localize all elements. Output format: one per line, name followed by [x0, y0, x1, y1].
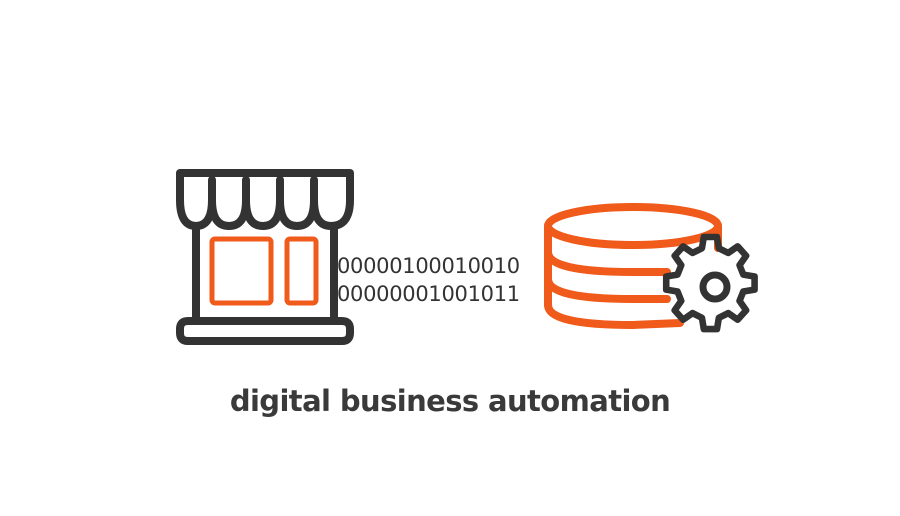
database-ring — [544, 275, 671, 303]
database-top — [544, 203, 722, 249]
storefront-door — [284, 236, 319, 306]
binary-line-1: 00000100010010 — [337, 254, 520, 278]
binary-line-2: 00000001001011 — [337, 282, 520, 306]
gear-icon — [662, 233, 758, 333]
caption-title: digital business automation — [229, 384, 671, 418]
gear-outline — [662, 233, 758, 333]
storefront-window — [209, 236, 274, 306]
database-icon — [544, 203, 722, 330]
binary-data-stream: 00000100010010 00000001001011 — [337, 252, 547, 312]
storefront-icon — [176, 169, 354, 345]
gear-hub — [699, 271, 731, 303]
storefront-awning — [176, 169, 354, 230]
database-ring — [544, 248, 671, 276]
database-bottom — [544, 301, 684, 330]
storefront-base — [176, 317, 354, 345]
